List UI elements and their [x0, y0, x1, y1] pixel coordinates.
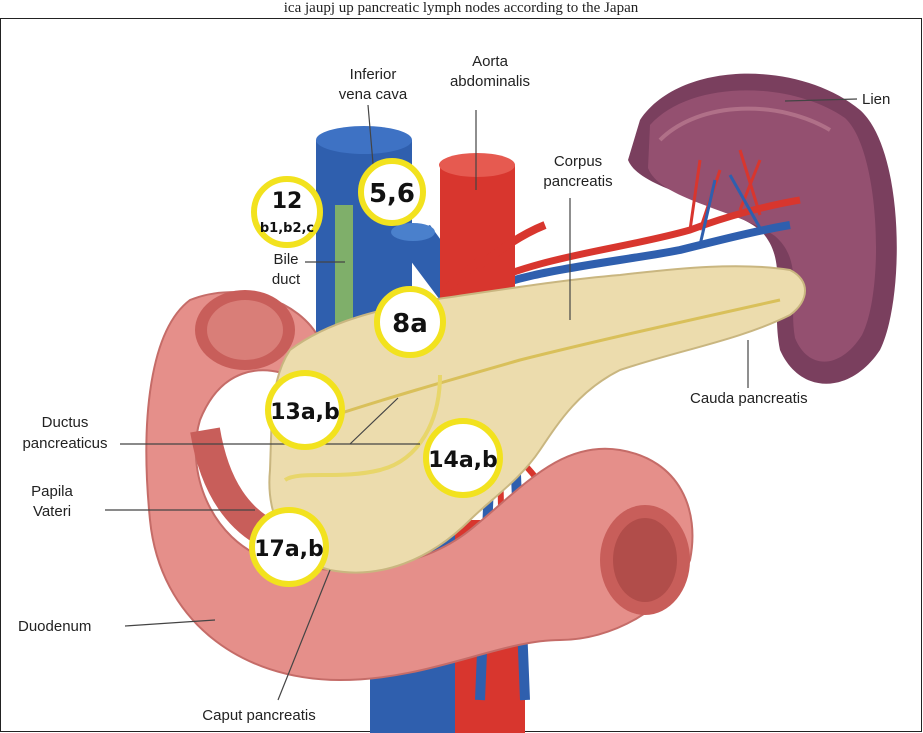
badge-5-6: 5,6	[361, 161, 423, 223]
badge-13a-b: 13a,b	[268, 373, 342, 447]
label-caput: Caput pancreatis	[202, 707, 315, 724]
top-caption: ica jaupj up pancreatic lymph nodes acco…	[284, 0, 639, 16]
badge-17a-b: 17a,b	[252, 510, 326, 584]
label-aorta-line1: Aorta	[472, 53, 509, 70]
badge-8a: 8a	[377, 289, 443, 355]
svg-text:17a,b: 17a,b	[254, 537, 324, 562]
label-bile-line2: duct	[272, 271, 301, 288]
svg-text:14a,b: 14a,b	[428, 448, 498, 473]
badge-14a-b: 14a,b	[426, 421, 500, 495]
label-lien: Lien	[862, 91, 890, 108]
label-ductus-line2: pancreaticus	[22, 435, 107, 452]
svg-text:5,6: 5,6	[369, 179, 415, 209]
svg-text:13a,b: 13a,b	[270, 400, 340, 425]
label-ivc-line2: vena cava	[339, 86, 408, 103]
label-aorta-line2: abdominalis	[450, 73, 530, 90]
svg-text:12: 12	[272, 189, 303, 214]
label-bile-line1: Bile	[273, 251, 298, 268]
badge-12: 12 b1,b2,c	[254, 179, 320, 245]
label-corpus-line2: pancreatis	[543, 173, 612, 190]
svg-text:8a: 8a	[392, 309, 428, 339]
svg-text:b1,b2,c: b1,b2,c	[260, 221, 314, 236]
label-ivc-line1: Inferior	[350, 66, 397, 83]
label-ductus-line1: Ductus	[42, 414, 89, 431]
label-cauda: Cauda pancreatis	[690, 390, 808, 407]
label-corpus-line1: Corpus	[554, 153, 602, 170]
label-papila-line2: Vateri	[33, 503, 71, 520]
label-papila-line1: Papila	[31, 483, 73, 500]
label-duodenum: Duodenum	[18, 618, 91, 635]
